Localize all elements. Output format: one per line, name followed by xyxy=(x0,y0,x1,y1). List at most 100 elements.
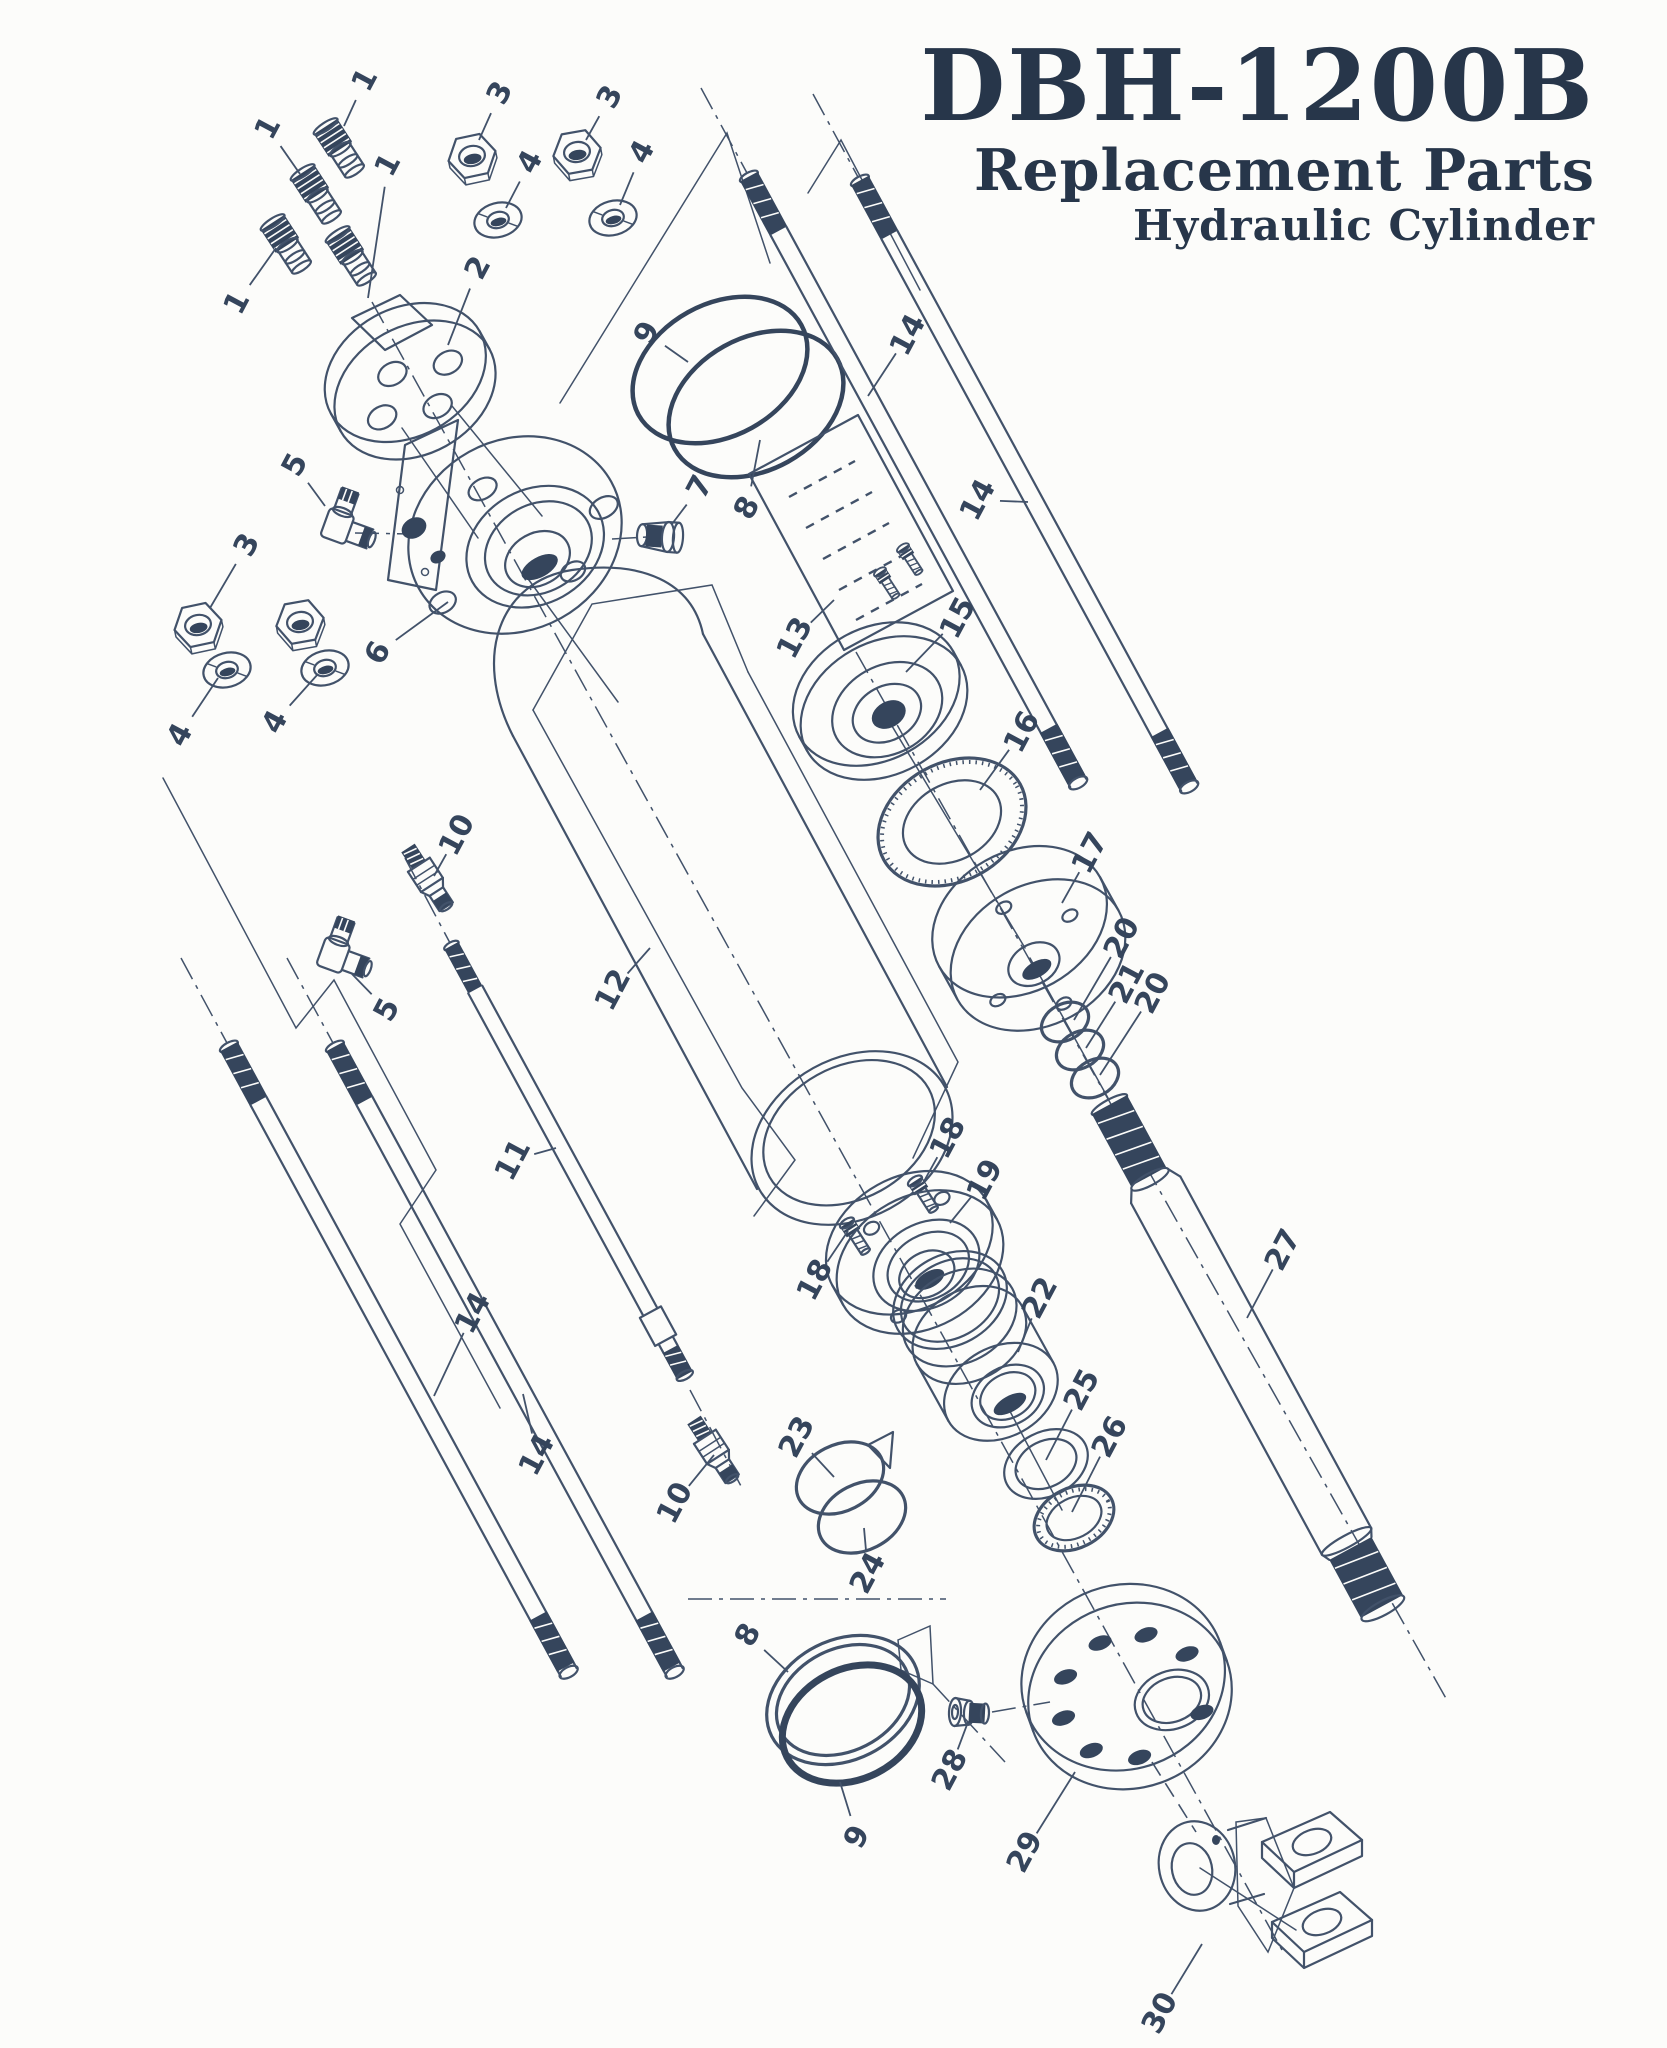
callout-leader xyxy=(248,247,277,286)
callout-label-1: 1 xyxy=(368,148,409,183)
callout-leader xyxy=(863,1527,867,1552)
callout-leader xyxy=(1071,1456,1101,1513)
elbow-fitting-5a xyxy=(318,483,390,555)
callout-leader xyxy=(522,1393,533,1434)
callout-leader xyxy=(1035,1771,1076,1834)
callout-leader xyxy=(664,344,689,363)
callout-label-3: 3 xyxy=(480,76,521,111)
callout-label-26: 26 xyxy=(1085,1410,1136,1463)
phantom-lines xyxy=(162,131,1197,1833)
callout-leader xyxy=(763,1649,789,1673)
piston-rod-27 xyxy=(1090,1093,1406,1623)
end-cap-29 xyxy=(1020,1582,1233,1791)
callout-leader xyxy=(1099,1010,1142,1076)
callout-label-28: 28 xyxy=(925,1743,976,1796)
callout-leader xyxy=(839,1781,852,1817)
straight-fitting-10b xyxy=(681,1411,746,1490)
callout-leader xyxy=(750,439,761,487)
callout-leader xyxy=(351,973,373,995)
callout-label-4: 4 xyxy=(255,705,296,740)
callout-label-5: 5 xyxy=(367,993,408,1028)
callout-label-1: 1 xyxy=(345,63,386,98)
callout-label-3: 3 xyxy=(590,80,631,115)
rod-bushing-22 xyxy=(892,1249,1059,1442)
callout-label-3: 3 xyxy=(227,528,268,563)
callout-leader xyxy=(209,563,237,609)
callout-leader xyxy=(867,352,897,397)
title-block: DBH-1200B Replacement Parts Hydraulic Cy… xyxy=(920,38,1595,247)
callout-leader xyxy=(585,115,601,141)
callout-leader xyxy=(905,633,944,673)
o-ring-9b xyxy=(778,1661,926,1787)
callout-leader xyxy=(1246,1269,1274,1319)
callout-leader xyxy=(1045,1409,1073,1461)
callout-leader xyxy=(447,288,471,346)
callout-leader xyxy=(979,749,1010,791)
callout-label-8: 8 xyxy=(728,1618,769,1653)
callout-label-2: 2 xyxy=(458,251,499,286)
callout-leader xyxy=(671,503,688,525)
callout-leader xyxy=(956,1721,969,1750)
o-rings-20-21 xyxy=(1039,1000,1121,1100)
callout-leader xyxy=(811,1452,835,1478)
callout-label-14: 14 xyxy=(448,1286,499,1339)
o-ring-9a xyxy=(630,294,810,446)
backup-ring-8a xyxy=(666,328,846,480)
callout-label-4: 4 xyxy=(160,718,201,753)
slotted-sleeve-13 xyxy=(747,413,955,652)
callout-leader xyxy=(1061,871,1081,904)
backup-ring-8b xyxy=(765,1633,921,1767)
callout-label-6: 6 xyxy=(358,636,399,671)
piston-seal-16 xyxy=(876,756,1028,888)
callout-leader xyxy=(1017,1318,1033,1353)
tube-rod-11 xyxy=(443,939,694,1383)
centerlines xyxy=(180,87,1449,1951)
callout-label-11: 11 xyxy=(488,1133,539,1186)
callout-leader xyxy=(922,1156,939,1184)
callout-leader xyxy=(433,853,448,877)
title-line1: Replacement Parts xyxy=(974,137,1595,204)
callout-leader xyxy=(688,1454,715,1487)
callout-label-29: 29 xyxy=(1000,1825,1051,1878)
callout-label-10: 10 xyxy=(650,1476,701,1529)
callout-leader xyxy=(810,599,835,624)
callout-label-4: 4 xyxy=(510,145,551,180)
cylinder-head-6 xyxy=(386,418,623,635)
callout-label-4: 4 xyxy=(622,135,663,170)
plug-7 xyxy=(635,520,685,554)
callout-leader xyxy=(826,1230,849,1263)
callout-label-17: 17 xyxy=(1065,826,1116,879)
callout-label-13: 13 xyxy=(770,611,821,664)
callout-label-19: 19 xyxy=(960,1153,1011,1206)
callout-leader xyxy=(279,145,301,175)
callout-label-1: 1 xyxy=(217,286,258,321)
callout-label-14: 14 xyxy=(953,473,1004,526)
callout-leader xyxy=(433,1332,465,1397)
elbow-fitting-5b xyxy=(314,912,386,984)
piston-plate-15 xyxy=(791,621,969,781)
callout-label-5: 5 xyxy=(275,448,316,483)
callout-leader xyxy=(478,112,492,141)
callout-label-12: 12 xyxy=(588,963,639,1016)
callout-leader xyxy=(343,99,357,127)
callout-label-22: 22 xyxy=(1015,1271,1066,1324)
piston-17 xyxy=(931,844,1127,1032)
callout-label-14: 14 xyxy=(883,308,934,361)
model-number: DBH-1200B xyxy=(920,29,1595,144)
o-ring-24 xyxy=(816,1479,908,1555)
callout-leader xyxy=(505,181,521,209)
callout-label-9: 9 xyxy=(627,316,668,351)
callout-leader xyxy=(289,673,319,707)
callout-label-16: 16 xyxy=(997,705,1048,758)
cylinder-tube-12 xyxy=(492,566,954,1226)
callout-leader xyxy=(307,482,326,507)
callout-label-10: 10 xyxy=(432,808,483,861)
rod-end-flange-2 xyxy=(323,293,497,461)
callout-label-9: 9 xyxy=(837,1820,878,1855)
callout-label-25: 25 xyxy=(1057,1363,1108,1416)
callout-label-27: 27 xyxy=(1258,1223,1309,1276)
tie-rods-14 xyxy=(218,169,1200,1680)
callout-leader xyxy=(949,1196,972,1224)
callout-leader xyxy=(1073,956,1112,1021)
